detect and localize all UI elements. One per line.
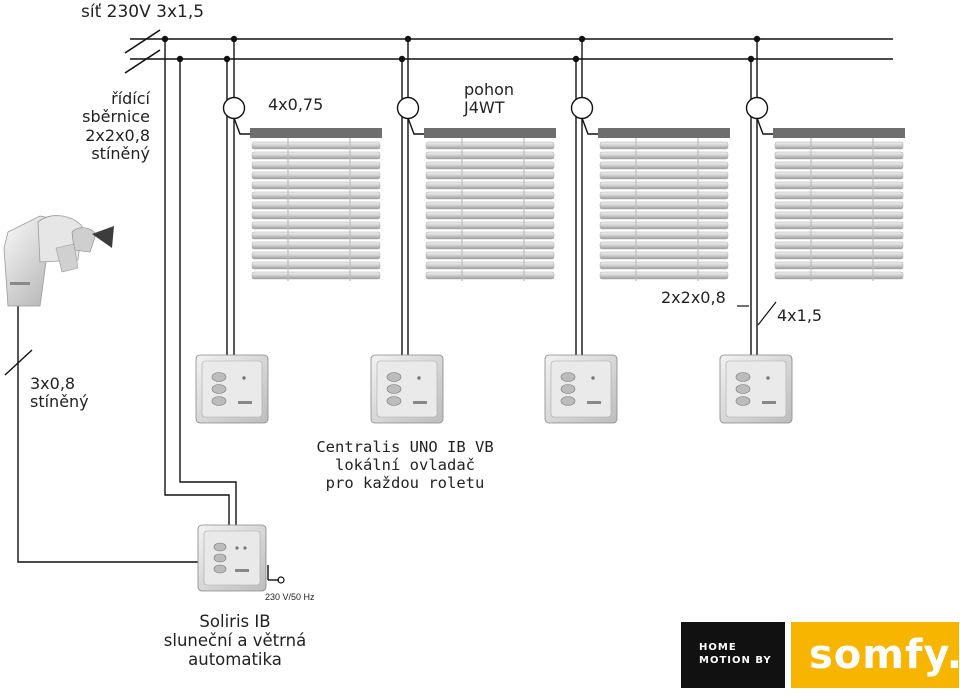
motor-label-line1: pohon [464,80,515,99]
soliris-label-line1: Soliris IB [199,612,271,631]
bus-label: řídící sběrnice 2x2x0,8 stíněný [66,89,150,164]
sensor-cable-label: 3x0,8 stíněný [30,374,89,412]
motor-symbol [745,96,769,120]
bus-label-line3: 2x2x0,8 [85,125,150,145]
centralis-label-line2: lokální ovladač [335,455,475,474]
centralis-label-line1: Centralis UNO IB VB [316,438,494,456]
blind-wiring [222,39,773,357]
supply-terminal [277,576,285,584]
bus-label-line4: stíněný [91,144,150,164]
venetian-blind [424,128,556,281]
blinds [250,128,905,281]
centralis-label-line3: pro každou roletu [325,473,485,492]
bus-cable-label: 2x2x0,8 [661,288,726,307]
soliris-label-line3: automatika [188,649,282,669]
home-motion-line2: MOTION BY [699,655,772,666]
bus-label-line1: řídící [111,89,150,108]
supply-label: 230 V/50 Hz [265,592,315,602]
cable-label-leaders [737,301,777,326]
bus-wires-soliris [4,39,279,581]
soliris-label-line2: sluneční a větrná [163,630,307,650]
soliris-controller [197,524,267,592]
motor-symbol [222,96,246,120]
venetian-blind [773,128,905,281]
home-motion-logo: HOME MOTION BY [681,622,785,688]
motor-symbol [570,96,594,120]
motor-cable-label: 4x0,75 [268,95,324,114]
sensor-cable-line2: stíněný [30,392,89,412]
venetian-blind [250,128,382,281]
motor-symbol [396,96,420,120]
bus-label-line2: sběrnice [82,107,150,127]
centralis-controller [719,354,793,424]
mains-label: síť 230V 3x1,5 [81,2,205,22]
power-cable-label: 4x1,5 [777,306,823,325]
centralis-controller [544,354,618,424]
venetian-blind [598,128,730,281]
centralis-controller [370,354,444,424]
home-motion-line1: HOME [699,642,737,653]
somfy-wordmark: somfy. [809,632,960,678]
mains-lines [124,29,893,74]
centralis-controllers [195,354,793,424]
weather-sensor [3,215,114,307]
sensor-cable-line1: 3x0,8 [30,374,76,393]
motor-label: pohon J4WT [464,80,515,118]
somfy-logo: somfy. [791,622,960,688]
centralis-label: Centralis UNO IB VB lokální ovladač pro … [300,438,510,492]
centralis-controller [195,354,269,424]
soliris-label: Soliris IB sluneční a větrná automatika [150,612,320,670]
motor-label-line2: J4WT [464,98,505,118]
